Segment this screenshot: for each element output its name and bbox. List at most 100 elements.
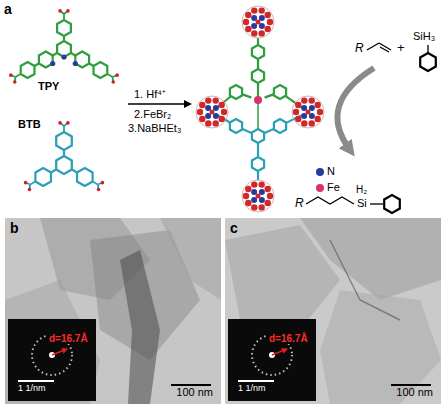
atom xyxy=(251,30,257,36)
atom xyxy=(66,9,70,13)
atom xyxy=(301,105,307,111)
atom xyxy=(259,204,265,210)
atom xyxy=(219,116,225,122)
benzene-ring xyxy=(252,69,264,83)
hf-cluster xyxy=(242,180,274,212)
scale-label: 1 1/nm xyxy=(18,384,46,394)
atom xyxy=(111,80,115,84)
molecule-name: BTB xyxy=(18,118,41,130)
d-spacing: d=16.7Å xyxy=(48,333,89,344)
scale-bar xyxy=(171,384,211,386)
bond xyxy=(257,143,259,157)
molecules xyxy=(9,6,436,213)
reactant-bonds xyxy=(306,43,428,204)
atom xyxy=(61,54,66,59)
bond xyxy=(63,36,65,41)
atom xyxy=(213,105,219,111)
bond xyxy=(242,129,251,133)
formula: SiH₃ xyxy=(413,30,435,42)
scale-label: 100 nm xyxy=(176,386,213,398)
substituent: R xyxy=(295,197,304,210)
formula: H₂ xyxy=(356,184,367,195)
bond xyxy=(15,74,20,77)
bond xyxy=(72,169,77,172)
atom xyxy=(251,197,257,203)
atom xyxy=(265,186,271,192)
atom xyxy=(265,26,271,32)
atom xyxy=(205,120,211,126)
atom xyxy=(306,110,311,115)
hf-cluster xyxy=(292,96,324,128)
substituent: R xyxy=(355,42,364,55)
reagent-step: 3.NaBHEt₃ xyxy=(128,122,181,134)
bond xyxy=(51,169,56,172)
benzene-ring xyxy=(230,119,242,133)
benzene-ring xyxy=(77,168,93,186)
benzene-ring xyxy=(252,129,264,143)
atom xyxy=(13,80,17,84)
atom xyxy=(73,61,78,66)
bond xyxy=(63,126,65,132)
atom xyxy=(213,113,219,119)
panel-letter: c xyxy=(230,221,238,236)
fft-inset: d=16.7Å 1 1/nm xyxy=(8,319,96,401)
bond xyxy=(89,63,93,66)
reagent-step: 2.FeBr₂ xyxy=(134,108,171,120)
bond xyxy=(257,103,259,129)
atom xyxy=(309,97,315,103)
atom xyxy=(259,7,265,13)
benzene-ring xyxy=(252,157,264,171)
atom xyxy=(267,193,273,199)
atom xyxy=(251,204,257,210)
atom xyxy=(251,181,257,187)
atom xyxy=(97,188,101,192)
atom xyxy=(251,189,257,195)
atom xyxy=(259,23,265,29)
benzene-ring xyxy=(420,53,436,71)
atom xyxy=(9,73,13,77)
atom xyxy=(301,113,307,119)
atom xyxy=(256,194,261,199)
atom xyxy=(205,105,211,111)
bond xyxy=(30,182,35,185)
atom xyxy=(115,73,119,77)
hf-cluster xyxy=(196,96,228,128)
bond xyxy=(93,182,98,185)
atom xyxy=(245,12,251,18)
benzene-ring xyxy=(274,85,286,99)
atom xyxy=(309,120,315,126)
tem-panel: b100 nmd=16.7Å1 1/nm xyxy=(5,218,221,404)
atom xyxy=(199,102,205,108)
benzene-ring xyxy=(21,62,35,78)
atom xyxy=(267,19,273,25)
atom xyxy=(251,15,257,21)
bond xyxy=(257,83,259,97)
atom xyxy=(50,61,55,66)
reagent-step: 1. Hf⁴⁺ xyxy=(134,88,166,100)
panel-letter: a xyxy=(4,2,12,17)
molecule-name: TPY xyxy=(38,80,59,92)
legend-swatch xyxy=(316,184,324,192)
bond xyxy=(265,94,274,97)
fft-inset-b xyxy=(8,319,96,401)
hf-cluster xyxy=(242,6,274,38)
atom xyxy=(199,116,205,122)
atom xyxy=(251,23,257,29)
catalysis-arrow xyxy=(337,68,374,150)
benzene-ring xyxy=(56,132,72,150)
benzene-ring xyxy=(39,52,53,68)
benzene-ring xyxy=(252,45,264,59)
atom xyxy=(251,7,257,13)
atom xyxy=(205,97,211,103)
atom xyxy=(205,113,211,119)
benzene-ring xyxy=(75,52,89,68)
benzene-ring xyxy=(35,168,51,186)
plus-sign: + xyxy=(397,41,405,55)
bond xyxy=(63,14,65,20)
atom xyxy=(28,188,32,192)
atom xyxy=(309,105,315,111)
formula: Si xyxy=(357,197,367,209)
atom xyxy=(245,186,251,192)
atom xyxy=(254,96,262,104)
atom xyxy=(317,109,323,115)
